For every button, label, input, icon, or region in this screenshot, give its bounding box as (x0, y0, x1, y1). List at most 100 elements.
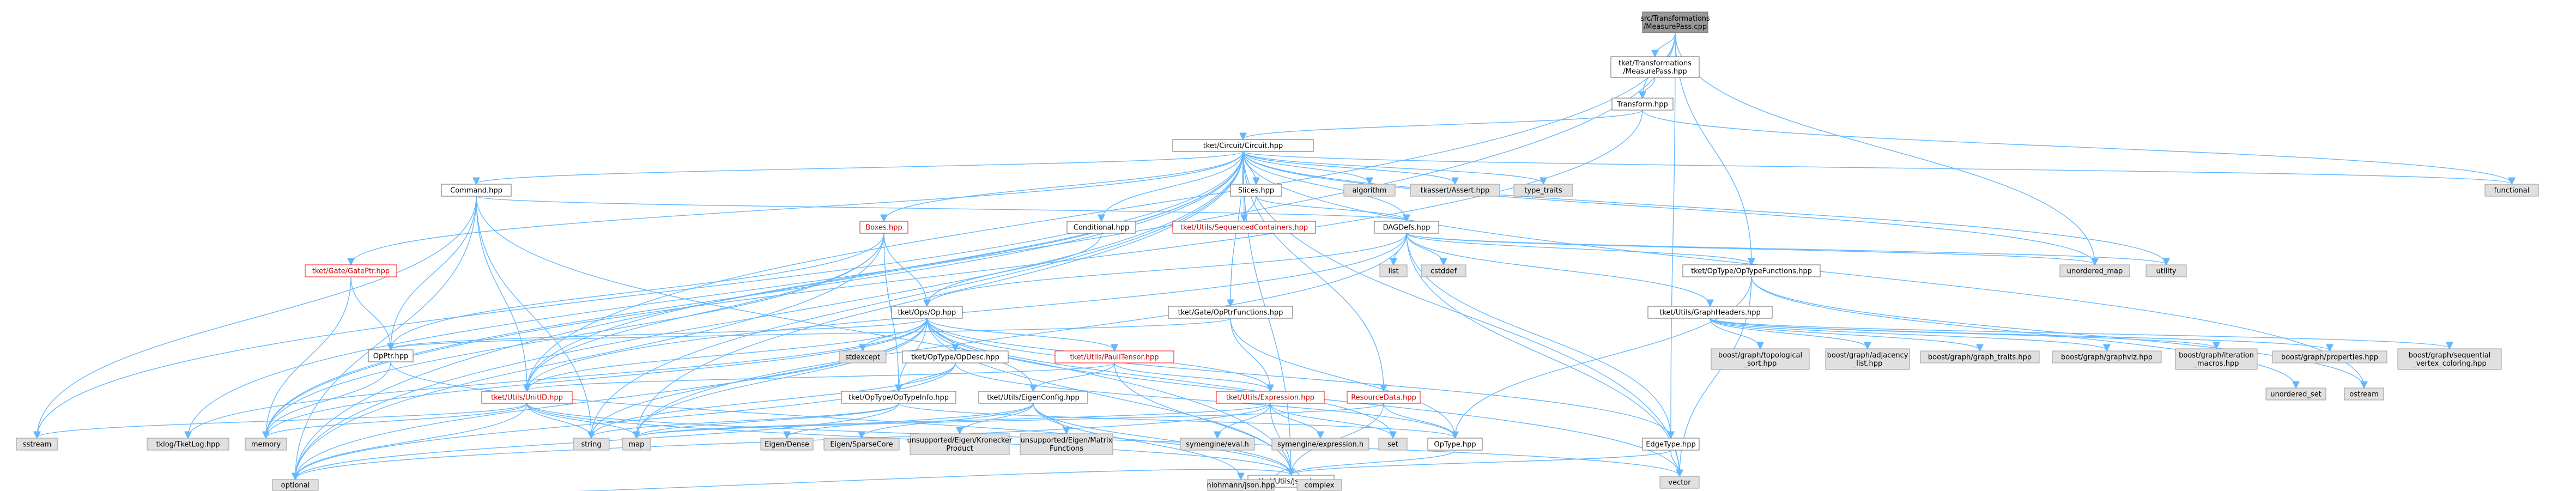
node-resourcedata[interactable]: ResourceData.hpp (1347, 391, 1421, 404)
node-box (16, 438, 58, 451)
node-symexpr[interactable]: symengine/expression.h (1271, 438, 1369, 451)
node-root[interactable]: src/Transformations/MeasurePass.cpp (1640, 11, 1710, 33)
node-optypefuncs[interactable]: tket/OpType/OpTypeFunctions.hpp (1682, 264, 1821, 277)
node-tklog[interactable]: tklog/TketLog.hpp (147, 438, 229, 451)
node-iteration[interactable]: boost/graph/iteration_macros.hpp (2175, 348, 2258, 370)
node-graphviz[interactable]: boost/graph/graphviz.hpp (2052, 350, 2162, 363)
node-topo[interactable]: boost/graph/topological_sort.hpp (1711, 348, 1810, 370)
node-edgetype[interactable]: EdgeType.hpp (1642, 438, 1700, 451)
node-label: _macros.hpp (2193, 360, 2239, 368)
node-gateptr[interactable]: tket/Gate/GatePtr.hpp (305, 264, 397, 277)
node-label: OpType.hpp (1434, 441, 1476, 449)
dependency-edge-graphheaders-to-topo (1710, 318, 1760, 348)
node-conditional[interactable]: Conditional.hpp (1066, 221, 1136, 234)
node-box (1825, 348, 1910, 370)
dependency-edge-circuit-to-sstream (37, 151, 1244, 438)
node-symeval[interactable]: symengine/eval.h (1180, 438, 1255, 451)
node-opdesc[interactable]: tket/OpType/OpDesc.hpp (902, 350, 1009, 363)
dependency-edge-circuit-to-tklog_assert (1242, 151, 1455, 184)
node-tklog_assert[interactable]: tkassert/Assert.hpp (1410, 184, 1500, 197)
node-box (272, 479, 319, 491)
dependency-edge-unitid-to-json (526, 403, 1291, 475)
node-command[interactable]: Command.hpp (441, 184, 512, 197)
node-label: tket/Utils/UnitID.hpp (491, 394, 563, 402)
node-vector[interactable]: vector (1659, 476, 1700, 489)
node-eigendense[interactable]: Eigen/Dense (760, 438, 814, 451)
dependency-edge-dagdefs-to-vector (1406, 233, 1680, 476)
node-mp_hpp[interactable]: tket/Transformations/MeasurePass.hpp (1610, 56, 1700, 78)
node-utility[interactable]: utility (2145, 264, 2187, 277)
node-memory[interactable]: memory (245, 438, 287, 451)
node-circuit[interactable]: tket/Circuit/Circuit.hpp (1172, 139, 1314, 152)
dependency-edge-dagdefs-to-op_hpp (927, 233, 1407, 306)
node-opptr[interactable]: OpPtr.hpp (368, 349, 414, 362)
dependency-edge-circuit-to-functional (1242, 151, 2512, 184)
dependency-edge-dagdefs-to-edgetype (1406, 233, 1671, 438)
node-optype[interactable]: OpType.hpp (1427, 438, 1483, 451)
dependency-edge-unitid-to-sstream (37, 403, 528, 438)
node-label: Product (946, 445, 973, 453)
dependency-edge-paulitensor-to-eigenconfig (1033, 362, 1115, 391)
node-label: EdgeType.hpp (1646, 441, 1695, 449)
node-slices[interactable]: Slices.hpp (1230, 184, 1282, 197)
node-label: tket/OpType/OpDesc.hpp (911, 354, 999, 362)
node-eigensparse[interactable]: Eigen/SparseCore (823, 438, 900, 451)
node-graphtraits[interactable]: boost/graph/graph_traits.hpp (1920, 350, 2040, 363)
node-adjlist[interactable]: boost/graph/adjacency_list.hpp (1825, 348, 1910, 370)
dependency-edge-dagdefs-to-unordered_map (1406, 233, 2095, 264)
node-complex[interactable]: complex (1296, 479, 1342, 491)
dependency-edge-opptr-to-memory (266, 361, 391, 438)
node-label: boost/graph/iteration (2179, 351, 2254, 360)
node-dagdefs[interactable]: DAGDefs.hpp (1374, 221, 1439, 234)
node-list[interactable]: list (1379, 264, 1408, 277)
node-box (1647, 306, 1773, 319)
node-box (441, 184, 512, 197)
node-box (1172, 139, 1314, 152)
node-graphheaders[interactable]: tket/Utils/GraphHeaders.hpp (1647, 306, 1773, 319)
dependency-edge-opptrfuncs-to-expression (1230, 318, 1270, 391)
node-unordered_map[interactable]: unordered_map (2059, 264, 2130, 277)
node-label: Functions (1050, 445, 1083, 453)
node-optional[interactable]: optional (272, 479, 319, 491)
node-properties[interactable]: boost/graph/properties.hpp (2272, 350, 2387, 363)
dependency-edge-opdesc-to-optypeinfo (899, 362, 956, 391)
dependency-edge-command-to-opptr (391, 196, 477, 349)
node-opptrfuncs[interactable]: tket/Gate/OpPtrFunctions.hpp (1168, 306, 1293, 319)
node-ostream[interactable]: ostream (2344, 387, 2384, 401)
node-sstream[interactable]: sstream (16, 438, 58, 451)
node-paulitensor[interactable]: tket/Utils/PauliTensor.hpp (1054, 350, 1174, 363)
node-seqcolor[interactable]: boost/graph/sequential_vertex_coloring.h… (2397, 348, 2502, 370)
node-transform[interactable]: Transform.hpp (1611, 98, 1674, 111)
dependency-edge-root-to-unitid (527, 32, 1676, 391)
node-box (1343, 184, 1396, 197)
dependency-edge-circuit-to-tklog (188, 151, 1244, 438)
node-box (1610, 56, 1700, 78)
node-string[interactable]: string (573, 438, 610, 451)
node-label: unsupported/Eigen/Matrix (1021, 437, 1113, 445)
node-expression[interactable]: tket/Utils/Expression.hpp (1216, 391, 1325, 404)
node-boxes[interactable]: Boxes.hpp (859, 221, 908, 234)
dependency-edge-dagdefs-to-graphheaders (1406, 233, 1710, 306)
node-op_hpp[interactable]: tket/Ops/Op.hpp (891, 306, 963, 319)
node-eigenconfig[interactable]: tket/Utils/EigenConfig.hpp (978, 391, 1088, 404)
node-map[interactable]: map (622, 438, 651, 451)
node-cstddef[interactable]: cstddef (1421, 264, 1466, 277)
dependency-edge-op_hpp-to-opptr (391, 318, 928, 349)
dependency-edge-graphheaders-to-graphviz (1710, 318, 2107, 350)
node-functional[interactable]: functional (2484, 184, 2539, 197)
node-optypeinfo[interactable]: tket/OpType/OpTypeInfo.hpp (841, 391, 956, 404)
dependency-edge-resourcedata-to-map (637, 403, 1384, 438)
node-type_traits[interactable]: type_traits (1513, 184, 1573, 197)
node-box (910, 433, 1010, 455)
node-unordered_set[interactable]: unordered_set (2265, 387, 2326, 401)
node-box (1378, 438, 1408, 451)
node-seqcont[interactable]: tket/Utils/SequencedContainers.hpp (1172, 221, 1316, 234)
node-unitid[interactable]: tket/Utils/UnitID.hpp (481, 391, 573, 404)
node-nlohmann[interactable]: nlohmann/json.hpp (1207, 479, 1275, 491)
node-set[interactable]: set (1378, 438, 1408, 451)
node-algorithm[interactable]: algorithm (1343, 184, 1396, 197)
node-label: tket/Gate/OpPtrFunctions.hpp (1178, 309, 1283, 317)
node-stdexcept[interactable]: stdexcept (839, 350, 887, 363)
